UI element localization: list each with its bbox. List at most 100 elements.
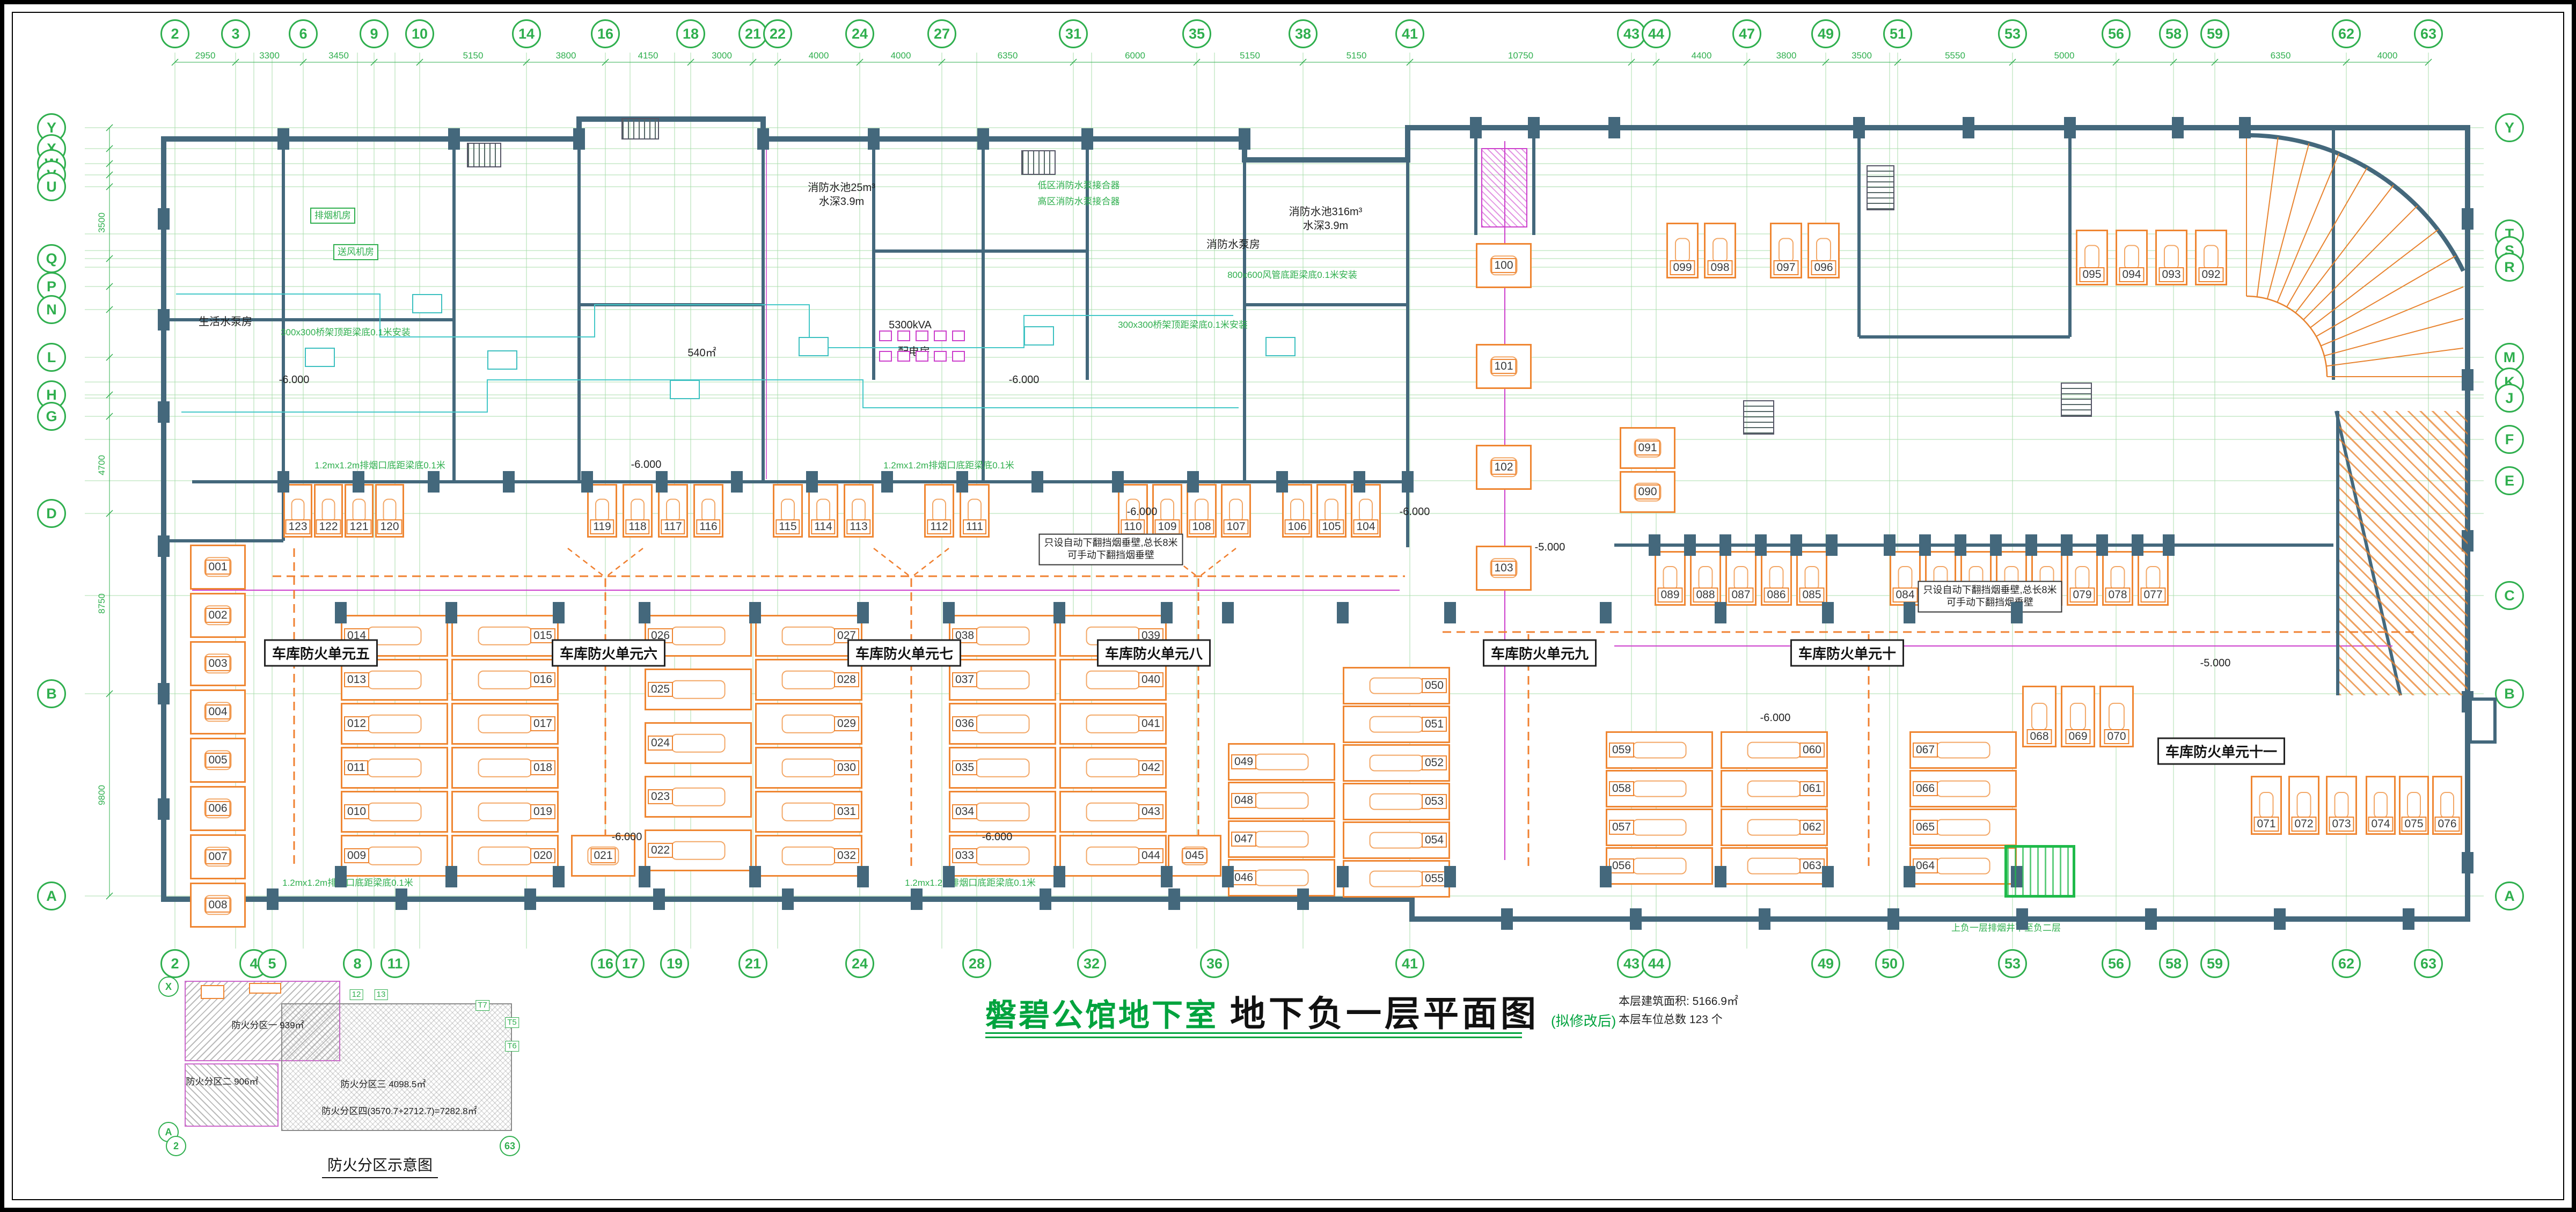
annotation-text: -6.000	[611, 831, 642, 843]
equipment-icon	[670, 380, 700, 399]
dimension-text: 4000	[2377, 50, 2398, 61]
car-icon	[478, 714, 532, 733]
stall-number: 084	[1892, 587, 1918, 603]
fire-zone-label: 防火分区一 939㎡	[231, 1020, 304, 1031]
stall-number: 036	[952, 716, 978, 732]
inset-caption: 防火分区示意图	[321, 1154, 438, 1178]
grid-bubble-top: 31	[1059, 19, 1088, 48]
parking-stall: 052	[1343, 744, 1450, 782]
annotation-text: -6.000	[279, 374, 310, 386]
column	[158, 208, 170, 230]
parking-stall: 043	[1059, 791, 1167, 833]
car-icon	[1632, 741, 1687, 759]
car-icon	[1254, 792, 1309, 809]
annotation-text: -6.000	[631, 459, 662, 471]
parking-stall: 022	[645, 829, 752, 871]
parking-stall: 016	[451, 659, 559, 701]
car-icon	[1369, 793, 1424, 810]
equipment-icon	[799, 337, 829, 356]
stall-number: 046	[1231, 870, 1257, 886]
parking-stall: 098	[1704, 223, 1736, 278]
column	[1790, 534, 1802, 556]
stairs-icon	[1743, 400, 1774, 435]
grid-bubble-top: 58	[2159, 19, 2188, 48]
car-icon	[2084, 245, 2100, 270]
parking-stall: 103	[1476, 546, 1532, 591]
column	[1904, 602, 1915, 623]
parking-stall: 060	[1721, 731, 1828, 769]
grid-bubble-top: 49	[1811, 19, 1840, 48]
grid-bubble-right: R	[2495, 253, 2524, 282]
column	[448, 128, 460, 150]
stall-number: 106	[1284, 519, 1310, 534]
stall-number: 094	[2119, 267, 2145, 282]
column	[1719, 534, 1731, 556]
stall-number: 115	[775, 519, 800, 534]
parking-stall: 114	[808, 484, 838, 538]
stall-number: 105	[1319, 519, 1344, 534]
column	[158, 798, 170, 820]
column	[1297, 888, 1309, 910]
parking-stall: 021	[571, 835, 635, 877]
grid-bubble-right: C	[2495, 581, 2524, 610]
parking-stall: 019	[451, 791, 559, 833]
stall-number: 108	[1189, 519, 1214, 534]
parking-stall: 105	[1316, 484, 1346, 538]
annotation-text: -6.000	[1008, 374, 1040, 386]
column	[1755, 534, 1767, 556]
car-icon	[1086, 846, 1140, 865]
parking-stall: 048	[1228, 782, 1335, 819]
generated-linework-layer	[273, 135, 2464, 868]
grid-bubble-top: 41	[1395, 19, 1424, 48]
parking-stall: 027	[755, 615, 862, 657]
car-icon	[204, 798, 232, 819]
column	[857, 866, 869, 887]
parking-stall: 054	[1343, 821, 1450, 859]
parking-stall: 046	[1228, 859, 1335, 897]
stall-number: 068	[2026, 729, 2052, 744]
stall-number: 006	[205, 800, 231, 817]
column	[2011, 602, 2023, 623]
fire-zone-label: 防火分区三 4098.5㎡	[340, 1079, 426, 1090]
car-icon	[204, 702, 232, 722]
stall-number: 114	[811, 519, 836, 534]
stairs-icon	[2061, 383, 2092, 417]
parking-stall: 070	[2099, 686, 2134, 747]
stall-number: 122	[316, 519, 341, 534]
stall-number: 003	[205, 656, 231, 672]
column	[2462, 369, 2473, 391]
car-icon	[1778, 238, 1794, 263]
column	[881, 471, 893, 493]
dimension-text: 6350	[997, 50, 1018, 61]
fire-unit-label: 车库防火单元九	[1482, 639, 1597, 667]
stall-number: 097	[1773, 260, 1799, 275]
parking-stall: 001	[190, 545, 246, 590]
column	[1649, 534, 1660, 556]
inset-mark: T5	[505, 1017, 519, 1028]
annotation-text: 800x600风管底距梁底0.1米安装	[1227, 269, 1357, 280]
stall-number: 112	[927, 519, 952, 534]
column	[2064, 117, 2076, 138]
grid-bubble-top: 6	[289, 19, 318, 48]
column	[911, 888, 923, 910]
column	[445, 866, 457, 887]
grid-bubble-bottom: 21	[738, 949, 767, 978]
stall-number: 020	[530, 848, 555, 864]
stall-number: 023	[648, 789, 674, 805]
stall-number: 022	[648, 842, 674, 858]
column	[428, 471, 440, 493]
car-icon	[478, 626, 532, 645]
parking-stall: 005	[190, 738, 246, 783]
car-icon	[1490, 457, 1518, 478]
annotation-text: -6.000	[1399, 506, 1430, 518]
stall-number: 066	[1913, 781, 1938, 797]
dimension-text: 10750	[1507, 50, 1534, 61]
stall-number: 031	[833, 804, 859, 820]
column	[1822, 602, 1834, 623]
dimension-text: 3500	[97, 212, 107, 233]
parking-stall: 017	[451, 703, 559, 745]
stall-number: 002	[205, 607, 231, 623]
car-icon	[1632, 857, 1687, 875]
column	[868, 128, 880, 150]
grid-bubble-right: F	[2495, 425, 2524, 454]
